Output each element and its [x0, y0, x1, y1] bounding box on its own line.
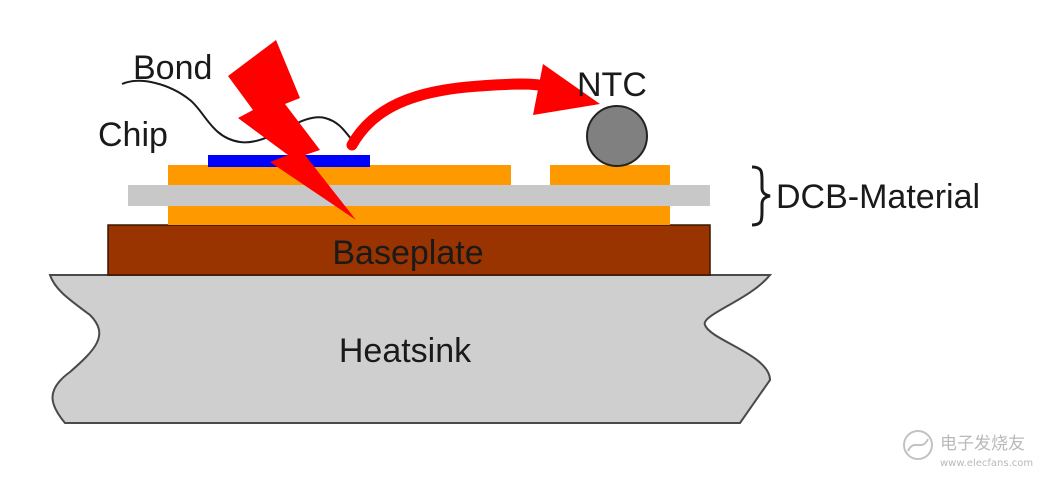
chip-label: Chip — [98, 116, 168, 154]
dcb-brace-icon — [751, 165, 771, 227]
dcb-ceramic-layer — [128, 185, 710, 206]
watermark-logo-mark — [907, 438, 929, 452]
bond-label: Bond — [133, 49, 212, 87]
watermark-url-text: www.elecfans.com — [940, 458, 1033, 469]
curved-arrow-icon — [533, 64, 600, 115]
baseplate-label: Baseplate — [332, 234, 483, 272]
watermark-cn-text: 电子发烧友 — [940, 434, 1025, 454]
heatsink-label: Heatsink — [339, 332, 472, 370]
dcb-bottom-copper-layer — [168, 206, 670, 225]
heatsink-shape — [48, 274, 773, 424]
baseplate-layer — [107, 224, 711, 276]
watermark-logo-icon — [903, 430, 933, 460]
dcb-top-copper-left — [168, 165, 511, 185]
ntc-thermistor-icon — [586, 105, 648, 167]
watermark: 电子发烧友 www.elecfans.com — [903, 430, 1033, 469]
bond-wire — [121, 79, 353, 144]
ntc-label: NTC — [577, 66, 647, 104]
lightning-bolt-icon — [228, 40, 356, 220]
dcb-top-copper-right — [550, 165, 670, 185]
dcb-material-label: DCB-Material — [776, 178, 980, 216]
